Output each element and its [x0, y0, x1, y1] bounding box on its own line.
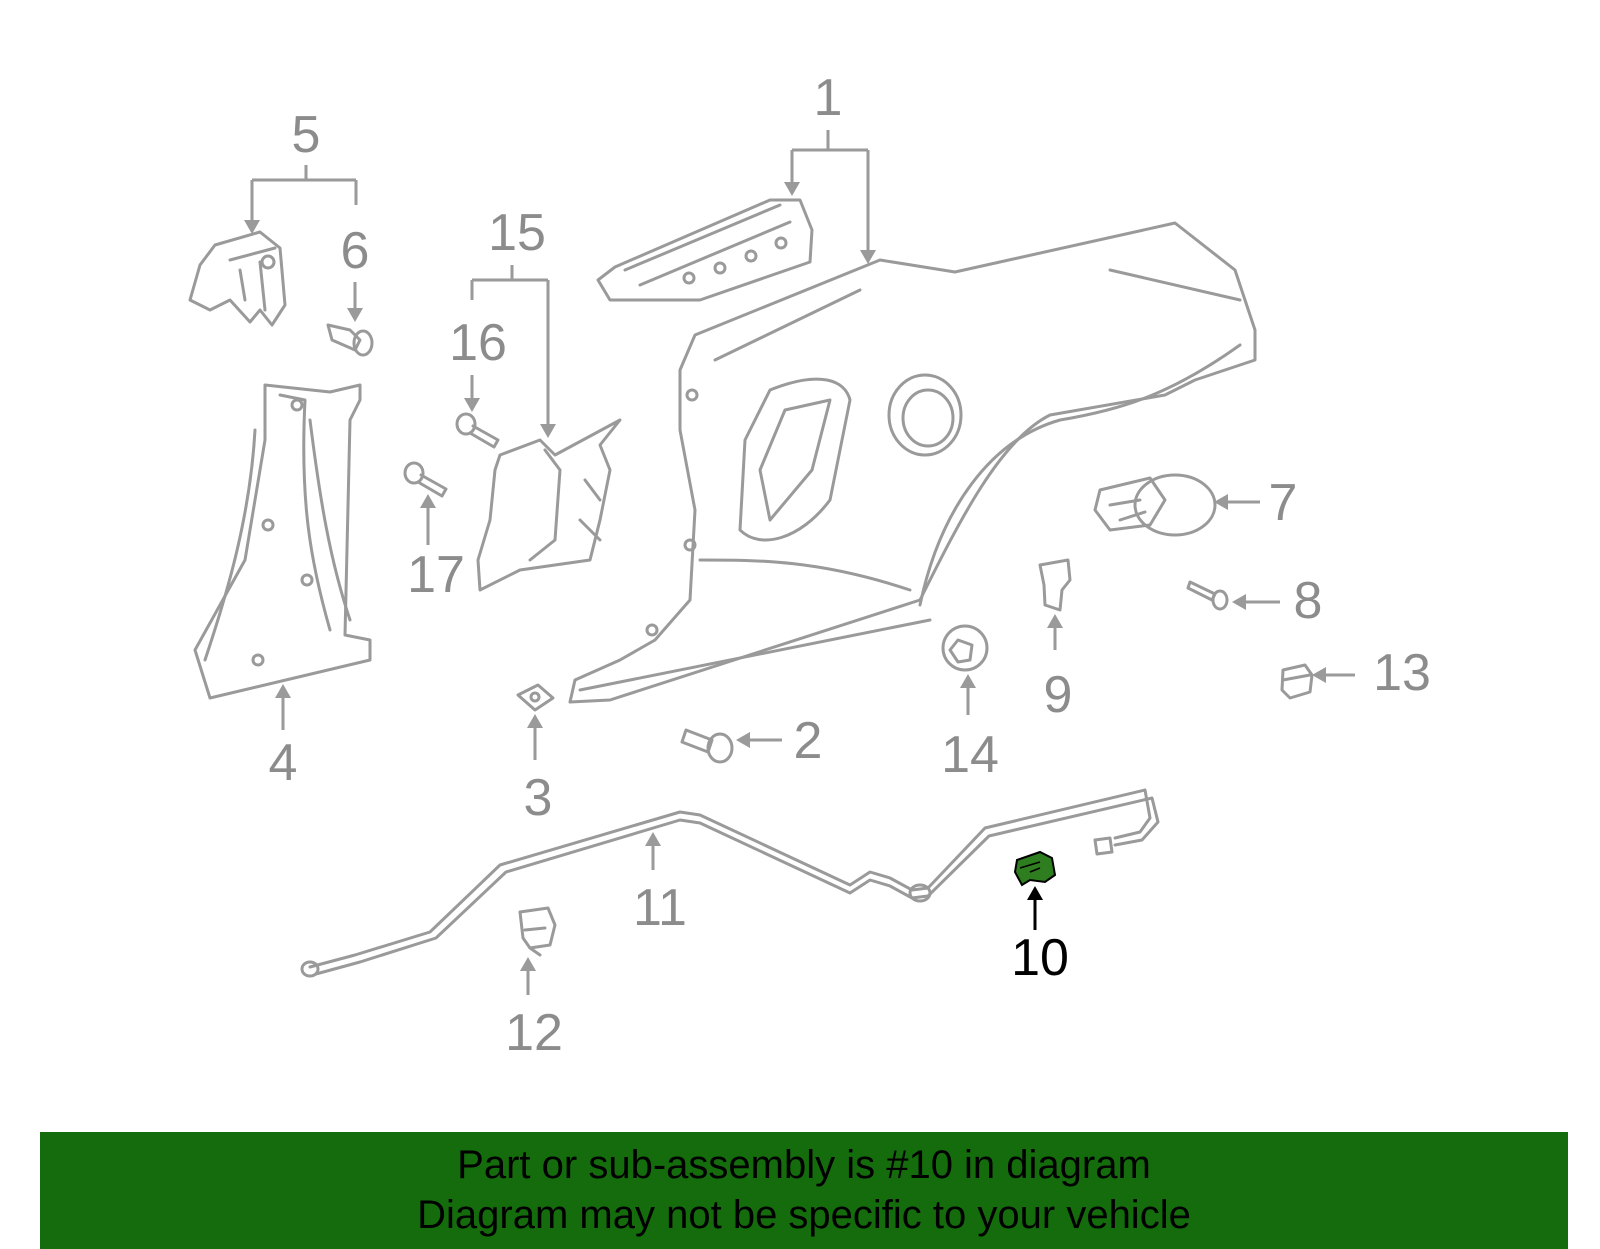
- bracket-part-9: [1038, 558, 1072, 612]
- callout-label-11: 11: [633, 879, 687, 937]
- callout-group-13: 13: [1312, 644, 1431, 702]
- banner-line-disclaimer: Diagram may not be specific to your vehi…: [417, 1193, 1191, 1237]
- banner-line-part-number: Part or sub-assembly is #10 in diagram: [457, 1143, 1151, 1187]
- callout-label-13: 13: [1373, 644, 1431, 702]
- info-banner: Part or sub-assembly is #10 in diagram D…: [40, 1132, 1568, 1249]
- callout-group-9: 9: [1044, 614, 1073, 724]
- callout-label-2: 2: [794, 712, 823, 770]
- highlighted-part-10[interactable]: [1013, 850, 1057, 887]
- callout-group-7: 7: [1214, 474, 1297, 532]
- callout-label-14: 14: [941, 726, 999, 784]
- grommet-part-14: [941, 624, 989, 672]
- callout-group-4: 4: [269, 684, 298, 792]
- callout-label-9: 9: [1044, 666, 1073, 724]
- screw-part-16: [455, 412, 500, 449]
- nut-part-3: [516, 683, 555, 712]
- callout-label-4: 4: [269, 734, 298, 792]
- clip-part-13: [1280, 663, 1314, 700]
- callout-label-5: 5: [292, 106, 321, 164]
- release-cable-part-11: [300, 788, 1160, 978]
- callout-group-11: 11: [633, 832, 687, 937]
- callout-label-6: 6: [341, 222, 370, 280]
- callout-label-15: 15: [488, 204, 546, 262]
- callout-group-1: 1: [784, 69, 876, 264]
- bolt-part-6: [326, 323, 374, 357]
- callout-group-12: 12: [505, 957, 563, 1062]
- callout-group-3: 3: [524, 714, 553, 827]
- callout-label-7: 7: [1269, 474, 1298, 532]
- callout-label-8: 8: [1294, 572, 1323, 630]
- callout-label-10: 10: [1011, 929, 1069, 987]
- pillar-part-4: [193, 383, 372, 700]
- callout-group-14: 14: [941, 674, 999, 784]
- callout-group-5: 5: [244, 106, 358, 234]
- callout-group-10: 10: [1011, 886, 1069, 987]
- callout-group-15: 15: [470, 204, 556, 438]
- trim-panel-part-15: [476, 418, 622, 592]
- bolt-part-2: [680, 728, 734, 764]
- screw-part-17: [403, 461, 448, 498]
- callout-group-8: 8: [1232, 572, 1322, 630]
- callout-label-16: 16: [449, 314, 507, 372]
- callout-group-2: 2: [736, 712, 822, 770]
- callout-group-17: 17: [407, 494, 465, 604]
- callout-group-16: 16: [449, 314, 507, 412]
- quarter-panel-part-1: [568, 198, 1257, 704]
- clip-part-12: [518, 906, 557, 957]
- bolt-part-8: [1186, 580, 1229, 611]
- callout-label-12: 12: [505, 1004, 563, 1062]
- callout-group-6: 6: [341, 222, 370, 322]
- fuel-door-part-7: [1093, 473, 1217, 537]
- callout-label-1: 1: [814, 69, 843, 127]
- callout-label-17: 17: [407, 546, 465, 604]
- callout-label-3: 3: [524, 769, 553, 827]
- bracket-part-5: [188, 230, 287, 327]
